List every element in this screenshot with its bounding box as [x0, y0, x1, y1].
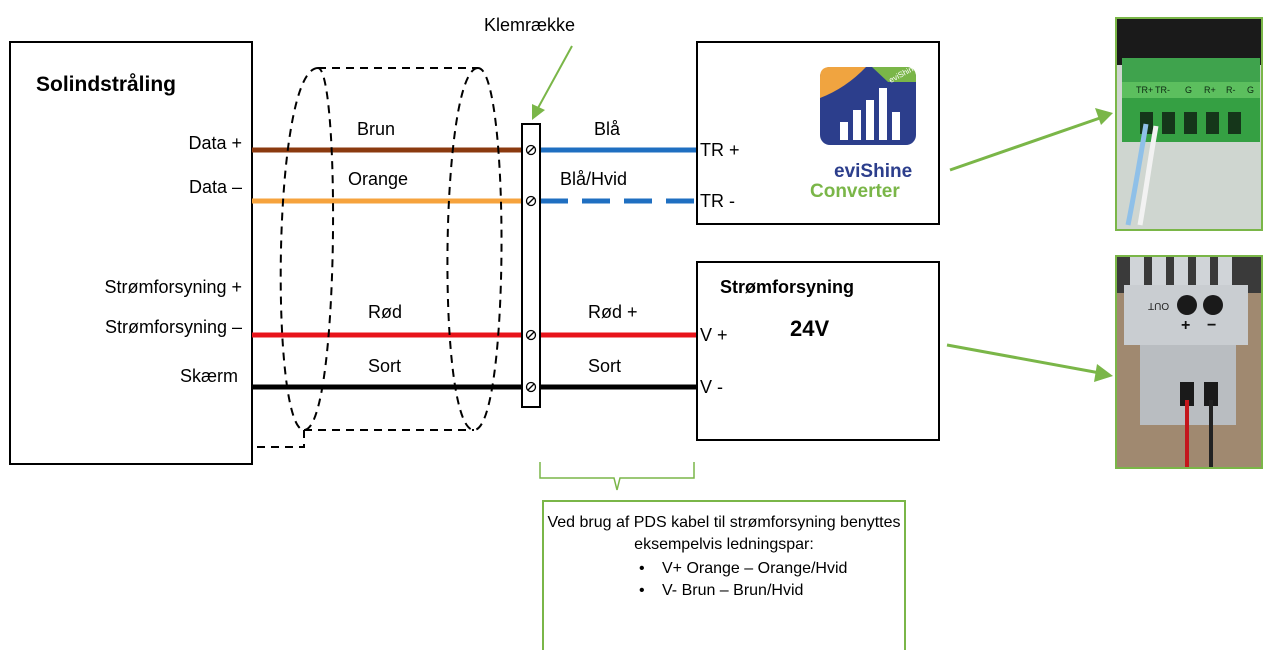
out-label-rod-plus: Rød +: [588, 302, 638, 322]
converter-pin-tr-minus: TR -: [700, 191, 735, 211]
note-bracket: [539, 462, 695, 491]
photo-label-g2: G: [1247, 85, 1255, 95]
cable-label-brun: Brun: [357, 119, 396, 139]
psu-pin-v-minus: V -: [700, 377, 724, 397]
cable-shield: [252, 66, 503, 448]
pin-data-plus: Data +: [188, 133, 242, 153]
photo-label-tr-minus: TR-: [1155, 85, 1170, 95]
out-label-sort: Sort: [588, 356, 622, 376]
photo-label-g1: G: [1185, 85, 1193, 95]
photo-label-tr-plus: TR+: [1136, 85, 1154, 95]
psu-title: Strømforsyning: [720, 277, 855, 297]
photo-label-r-plus: R+: [1204, 85, 1216, 95]
cable-label-sort: Sort: [368, 356, 402, 376]
evishine-logo: [820, 67, 916, 145]
terminal-block: [521, 123, 541, 408]
psu-pin-v-plus: V +: [700, 325, 728, 345]
power-supply-box: [696, 261, 940, 441]
sensor-box: [9, 41, 253, 465]
photo-psu-plus-label: +: [1181, 317, 1191, 334]
pin-power-plus: Strømforsyning +: [104, 277, 242, 297]
terminal-pointer-arrow: [537, 45, 573, 109]
photo-label-r-minus: R-: [1226, 85, 1236, 95]
photo-psu-out-label: OUT: [1148, 300, 1170, 311]
logo-product-text: Converter: [810, 181, 900, 202]
note-bullet-2: V- Brun – Brun/Hvid: [544, 580, 904, 602]
note-line-2: eksempelvis ledningspar:: [634, 536, 814, 553]
terminal-screws: [525, 144, 537, 393]
photo-arrow-bottom: [946, 343, 1101, 375]
cable-label-orange: Orange: [348, 169, 409, 189]
note-box: Ved brug af PDS kabel til strømforsyning…: [542, 500, 906, 650]
pin-data-minus: Data –: [188, 177, 242, 197]
note-line-1: Ved brug af PDS kabel til strømforsyning…: [547, 514, 901, 531]
psu-voltage: 24V: [790, 316, 830, 341]
out-label-bla: Blå: [594, 119, 621, 139]
cable-label-rod: Rød: [368, 302, 403, 322]
photo-psu: [1115, 255, 1263, 469]
photo-arrow-top: [949, 116, 1101, 172]
photo-terminal: [1115, 17, 1263, 231]
pin-power-minus: Strømforsyning –: [104, 317, 242, 337]
note-bullet-list: V+ Orange – Orange/Hvid V- Brun – Brun/H…: [544, 558, 904, 602]
terminal-block-label: Klemrække: [484, 15, 576, 35]
pin-screen: Skærm: [180, 366, 238, 386]
sensor-title: Solindstråling: [36, 73, 177, 96]
logo-brand-text: eviShine: [834, 161, 913, 182]
note-bullet-1: V+ Orange – Orange/Hvid: [544, 558, 904, 580]
converter-pin-tr-plus: TR +: [700, 140, 740, 160]
photo-psu-minus-label: −: [1207, 317, 1217, 334]
out-label-bla-hvid: Blå/Hvid: [560, 169, 628, 189]
